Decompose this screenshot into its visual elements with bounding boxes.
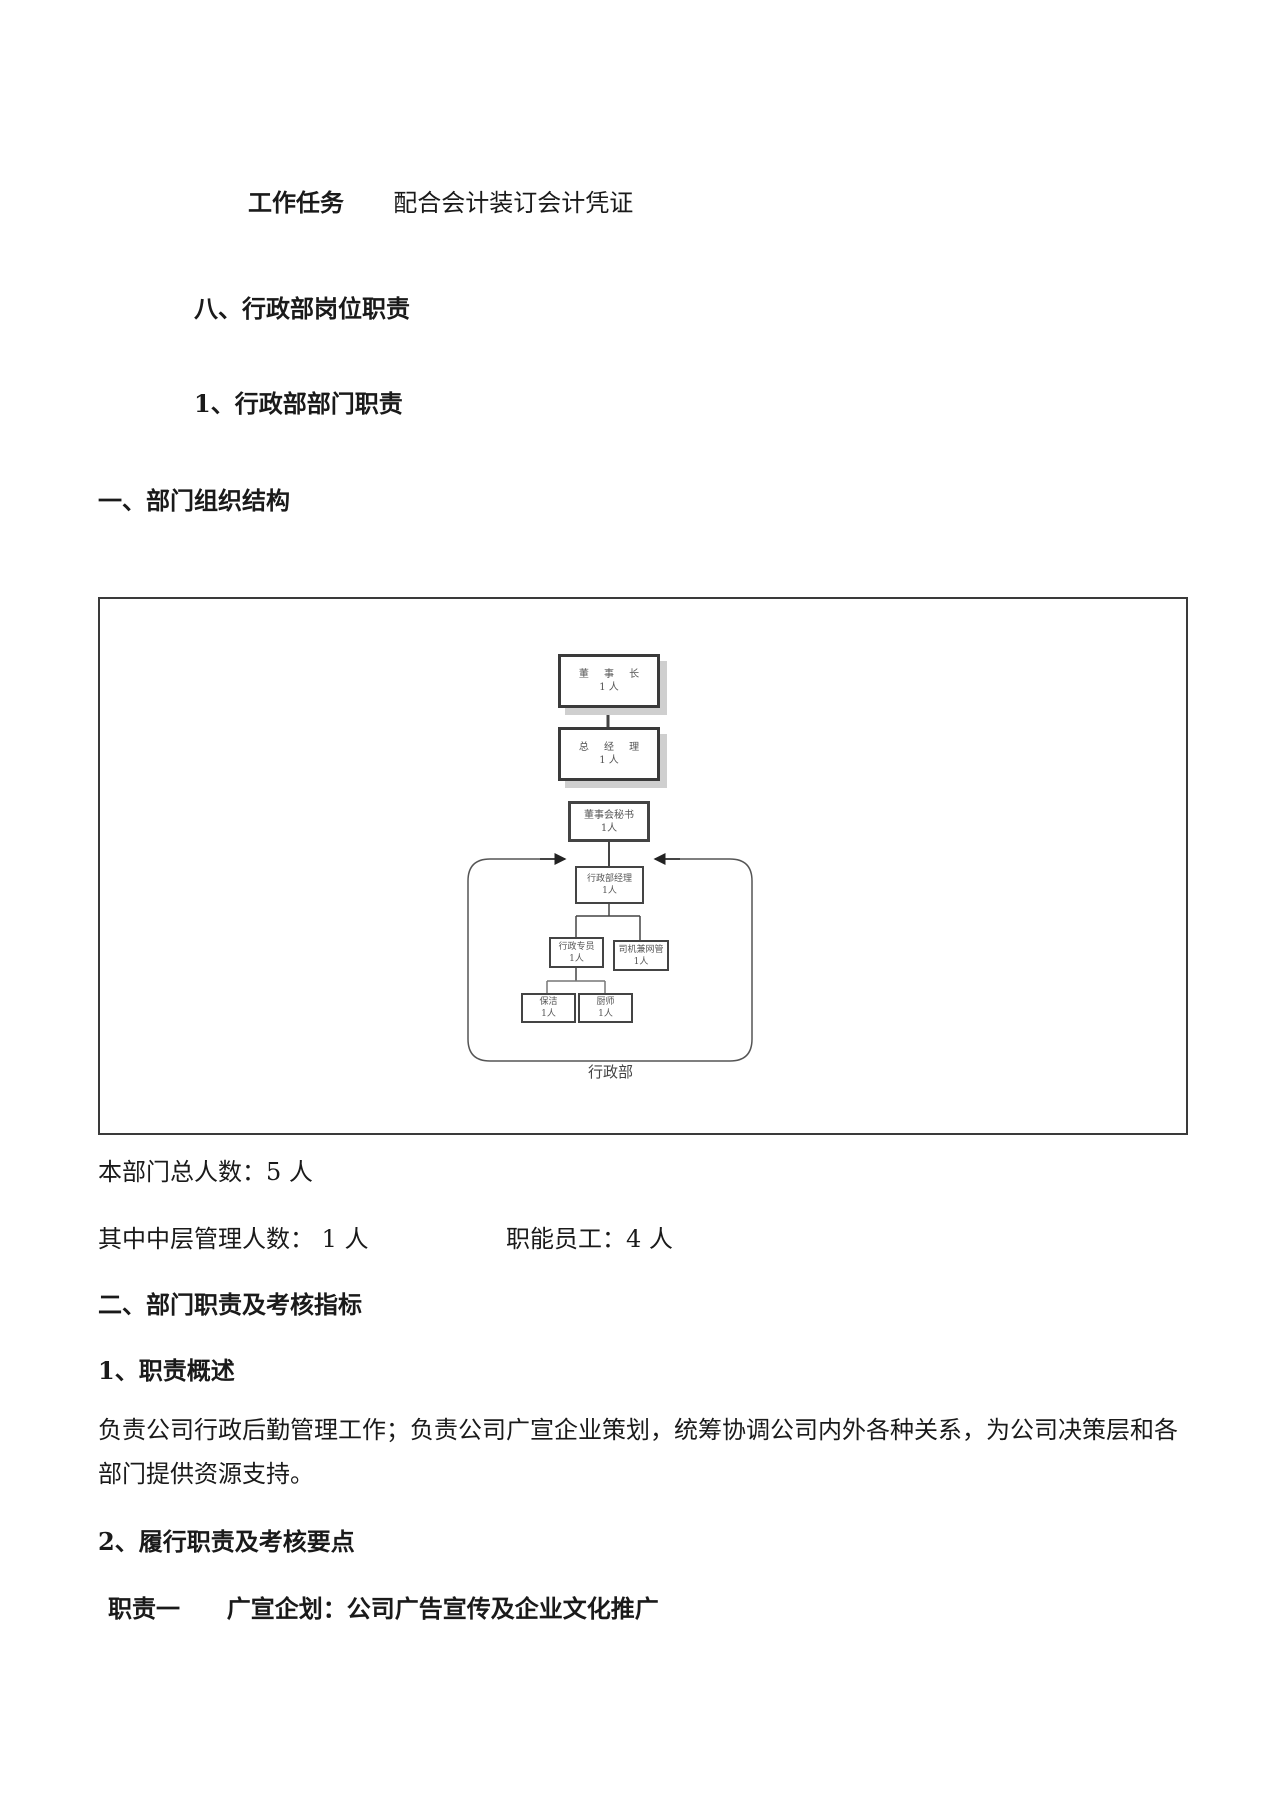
org-node-chairman: 董 事 长 1 人 <box>558 654 660 708</box>
department-label: 行政部 <box>588 1063 634 1081</box>
node-count: 1人 <box>602 886 617 896</box>
org-node-admin-manager: 行政部经理 1人 <box>575 866 644 904</box>
org-node-general-manager: 总 经 理 1 人 <box>558 727 660 781</box>
org-chart-frame <box>98 597 1188 1135</box>
duty-1-value: 广宣企划：公司广告宣传及企业文化推广 <box>226 1594 659 1623</box>
org-node-board-secretary: 董事会秘书 1人 <box>568 801 650 842</box>
node-title: 董事会秘书 <box>584 809 634 821</box>
duty-1-line: 职责一 广宣企划：公司广告宣传及企业文化推广 <box>108 1594 659 1624</box>
org-node-cleaner: 保洁 1人 <box>521 993 576 1023</box>
node-count: 1人 <box>569 953 584 964</box>
section-8-title: 八、行政部岗位职责 <box>194 294 410 323</box>
node-title: 行政部经理 <box>586 874 632 884</box>
node-count: 1 人 <box>599 682 619 693</box>
task-label: 工作任务 <box>248 188 344 217</box>
node-count: 1人 <box>598 1009 613 1019</box>
org-node-chef: 厨师 1人 <box>578 993 633 1023</box>
sub1-body: 负责公司行政后勤管理工作；负责公司广宣企业策划，统筹协调公司内外各种关系，为公司… <box>98 1416 1178 1488</box>
subsection-1-title: 1、行政部部门职责 <box>194 389 403 418</box>
duty-1-label: 职责一 <box>108 1594 180 1623</box>
node-title: 行政专员 <box>558 941 595 952</box>
node-title: 保洁 <box>539 997 558 1007</box>
headcount-mid-mgmt: 其中中层管理人数： 1 人 <box>98 1225 369 1253</box>
part2-title: 二、部门职责及考核指标 <box>98 1290 362 1319</box>
task-value: 配合会计装订会计凭证 <box>393 189 634 217</box>
headcount-total: 本部门总人数：5 人 <box>98 1158 313 1186</box>
org-node-admin-specialist: 行政专员 1人 <box>549 937 604 968</box>
node-title: 董 事 长 <box>578 669 646 680</box>
node-count: 1人 <box>600 822 618 834</box>
node-title: 司机兼网管 <box>618 944 664 955</box>
node-title: 厨师 <box>596 997 615 1007</box>
node-count: 1人 <box>633 956 649 967</box>
part1-title: 一、部门组织结构 <box>98 486 290 515</box>
sub2-title: 2、履行职责及考核要点 <box>98 1527 355 1556</box>
node-title: 总 经 理 <box>578 742 646 753</box>
task-line: 工作任务 配合会计装订会计凭证 <box>248 188 633 218</box>
sub1-title: 1、职责概述 <box>98 1356 235 1385</box>
node-count: 1 人 <box>599 755 619 766</box>
node-count: 1人 <box>541 1009 556 1019</box>
org-node-driver-network: 司机兼网管 1人 <box>613 940 669 971</box>
headcount-staff: 职能员工：4 人 <box>506 1225 673 1253</box>
